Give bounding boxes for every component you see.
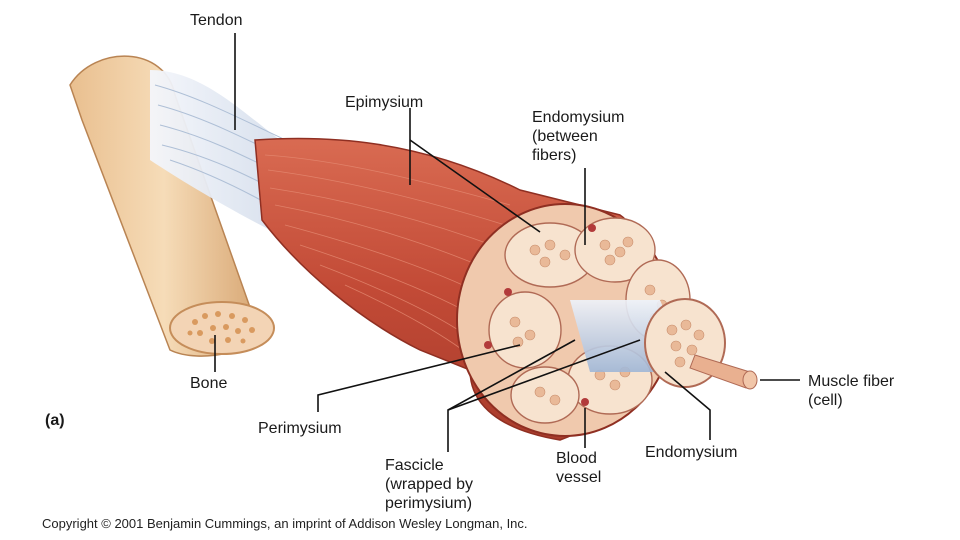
- label-muscle-fiber-line1: Muscle fiber: [808, 372, 894, 391]
- label-fascicle-line2: (wrapped by: [385, 475, 473, 494]
- label-endomysium-between: Endomysium (between fibers): [532, 108, 624, 165]
- label-endomysium-between-line1: Endomysium: [532, 108, 624, 127]
- label-endomysium-between-line2: (between: [532, 127, 624, 146]
- label-fascicle-line3: perimysium): [385, 494, 473, 513]
- label-muscle-fiber: Muscle fiber (cell): [808, 372, 894, 410]
- label-fascicle-line1: Fascicle: [385, 456, 473, 475]
- label-epimysium: Epimysium: [345, 93, 423, 112]
- label-blood-vessel-line2: vessel: [556, 468, 601, 487]
- label-tendon: Tendon: [190, 11, 243, 30]
- label-blood-vessel: Blood vessel: [556, 449, 601, 487]
- label-fascicle: Fascicle (wrapped by perimysium): [385, 456, 473, 513]
- label-muscle-fiber-line2: (cell): [808, 391, 894, 410]
- label-endomysium: Endomysium: [645, 443, 737, 462]
- panel-label: (a): [45, 411, 65, 430]
- copyright-notice: Copyright © 2001 Benjamin Cummings, an i…: [42, 514, 528, 533]
- label-endomysium-between-line3: fibers): [532, 146, 624, 165]
- muscle-cross-section: [457, 204, 757, 436]
- label-perimysium: Perimysium: [258, 419, 342, 438]
- label-blood-vessel-line1: Blood: [556, 449, 601, 468]
- label-bone: Bone: [190, 374, 227, 393]
